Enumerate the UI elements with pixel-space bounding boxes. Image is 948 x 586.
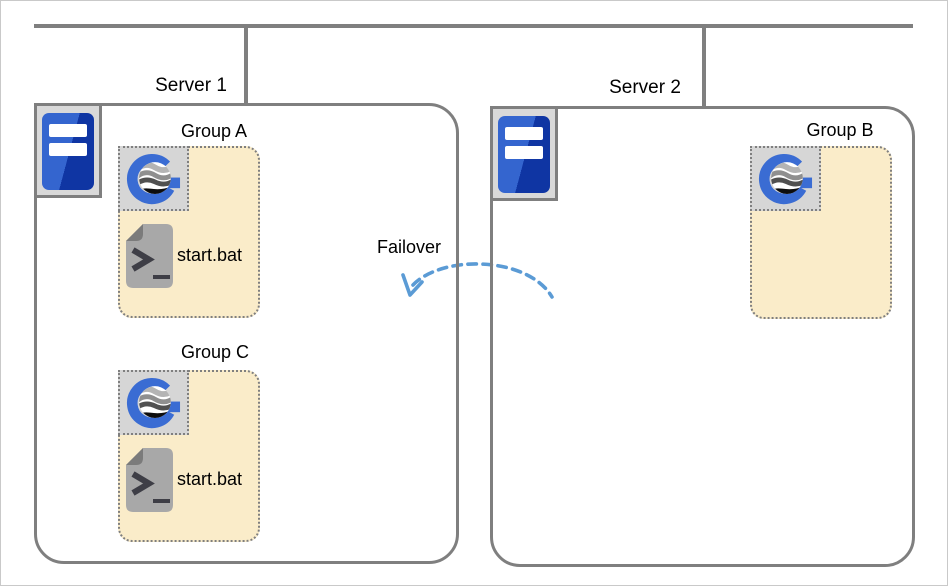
batch-script-icon xyxy=(126,224,173,288)
group-b-logo-tile xyxy=(750,146,821,211)
batch-script-icon xyxy=(126,448,173,512)
script-label: start.bat xyxy=(177,245,243,265)
server-icon-slot xyxy=(505,127,543,140)
server-icon-panel xyxy=(498,116,550,193)
server-icon xyxy=(490,106,558,201)
server2-label: Server 2 xyxy=(609,77,681,98)
group-c-logo-tile xyxy=(118,370,189,435)
failover-arrow xyxy=(401,262,554,299)
server-icon-slot xyxy=(505,146,543,159)
group-a-box: start.bat xyxy=(118,146,260,318)
group-a-label: Group A xyxy=(180,121,248,141)
g-logo-icon xyxy=(126,377,180,428)
server-icon-slot xyxy=(49,143,87,156)
server2-box: Group B xyxy=(490,106,915,567)
server1-box: Group A xyxy=(34,103,459,564)
server2-drop-line xyxy=(702,24,706,106)
server-icon-panel xyxy=(42,113,94,190)
group-a-script-row: start.bat xyxy=(126,224,256,288)
server1-label: Server 1 xyxy=(155,75,227,96)
failover-label: Failover xyxy=(376,237,442,257)
group-b-label: Group B xyxy=(806,120,874,140)
group-a-logo-tile xyxy=(118,146,189,211)
script-label: start.bat xyxy=(177,469,243,489)
group-c-box: start.bat xyxy=(118,370,260,542)
server-icon-slot xyxy=(49,124,87,137)
g-logo-icon xyxy=(758,153,812,204)
group-c-label: Group C xyxy=(180,342,250,362)
server1-drop-line xyxy=(244,24,248,103)
group-c-script-row: start.bat xyxy=(126,448,256,512)
server-icon xyxy=(34,103,102,198)
top-bus-line xyxy=(34,24,913,28)
g-logo-icon xyxy=(126,153,180,204)
group-b-box xyxy=(750,146,892,319)
